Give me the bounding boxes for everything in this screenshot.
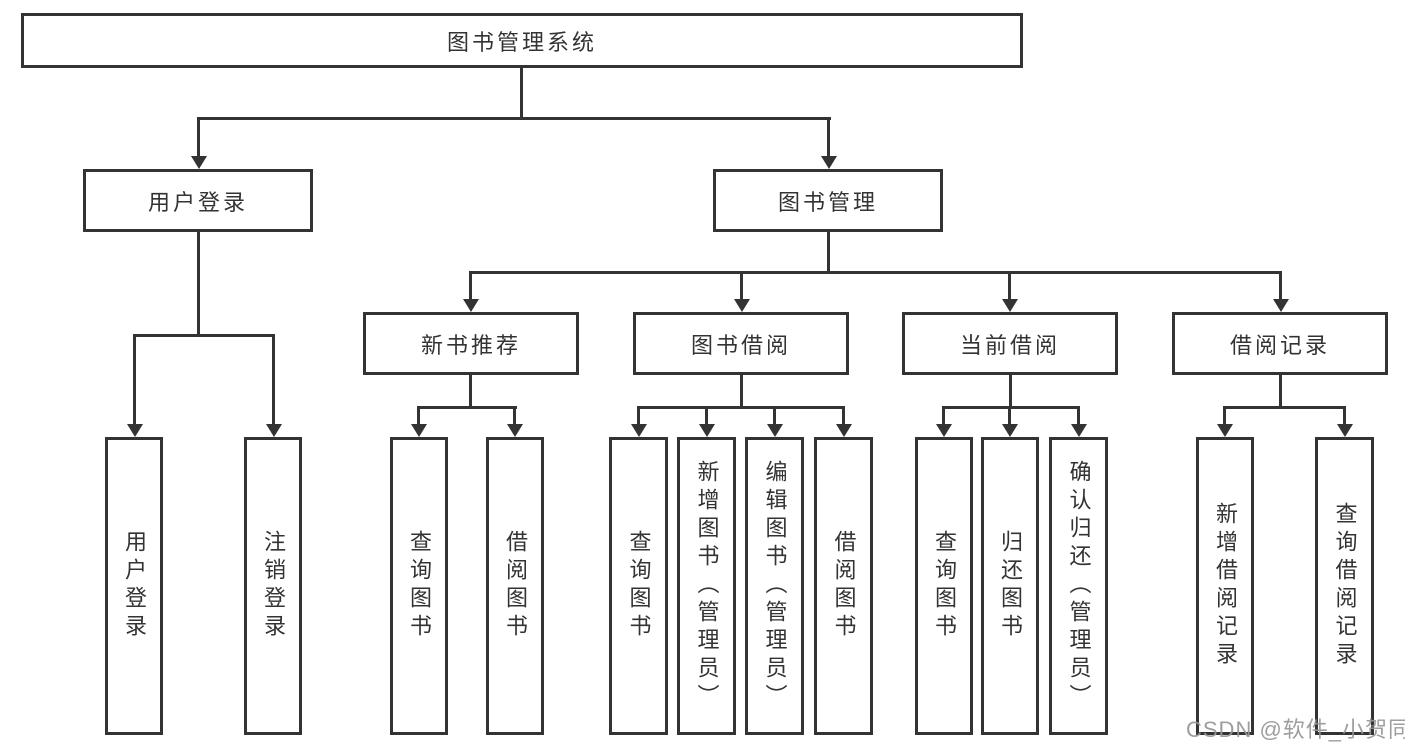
- arrow-down-icon: [734, 271, 750, 312]
- connector-root-hline: [197, 117, 831, 120]
- connector-current-hline: [942, 406, 1080, 409]
- connector-user-login-hline: [133, 334, 275, 337]
- connector-borrowing-hline: [637, 406, 845, 409]
- leaf-confirm-return-admin-label: 确认归还（管理员）: [1066, 460, 1092, 712]
- arrow-down-icon: [631, 406, 647, 437]
- leaf-logout: 注销登录: [244, 437, 302, 735]
- leaf-query-books-borrowing-label: 查询图书: [626, 530, 652, 642]
- leaf-query-books-recommend-label: 查询图书: [407, 530, 432, 642]
- leaf-return-books: 归还图书: [981, 437, 1039, 735]
- arrow-down-icon: [127, 334, 143, 437]
- leaf-add-borrow-record: 新增借阅记录: [1196, 437, 1254, 735]
- leaf-borrow-books-recommend: 借阅图书: [486, 437, 544, 735]
- arrow-down-icon: [507, 406, 523, 437]
- arrow-down-icon: [1002, 271, 1018, 312]
- node-user-login: 用户登录: [83, 169, 313, 232]
- leaf-borrow-books-recommend-label: 借阅图书: [503, 530, 528, 642]
- csdn-watermark: CSDN @软件_小贺同学: [1186, 717, 1405, 742]
- leaf-user-login-label: 用户登录: [122, 530, 147, 642]
- node-user-login-label: 用户登录: [147, 189, 248, 215]
- leaf-edit-book-admin-label: 编辑图书（管理员）: [762, 460, 788, 712]
- arrow-down-icon: [767, 406, 783, 437]
- leaf-query-books-current-label: 查询图书: [932, 530, 957, 642]
- node-book-management-label: 图书管理: [777, 189, 878, 215]
- connector-user-login-stub: [197, 232, 200, 337]
- node-borrow-records: 借阅记录: [1172, 312, 1388, 375]
- arrow-down-icon: [1217, 406, 1233, 437]
- arrow-down-icon: [821, 117, 837, 169]
- node-new-book-recommend-label: 新书推荐: [420, 332, 521, 358]
- leaf-borrow-books-borrowing-label: 借阅图书: [831, 530, 857, 642]
- leaf-borrow-books-borrowing: 借阅图书: [814, 437, 873, 735]
- arrow-down-icon: [1071, 406, 1087, 437]
- connector-recommend-hline: [417, 406, 517, 409]
- leaf-query-books-current: 查询图书: [915, 437, 973, 735]
- leaf-query-borrow-record: 查询借阅记录: [1315, 437, 1374, 735]
- arrow-down-icon: [411, 406, 427, 437]
- connector-current-stub: [1009, 375, 1012, 409]
- node-current-borrowing: 当前借阅: [902, 312, 1118, 375]
- leaf-logout-label: 注销登录: [261, 530, 286, 642]
- connector-root-stub: [520, 68, 523, 118]
- leaf-edit-book-admin: 编辑图书（管理员）: [745, 437, 804, 735]
- connector-book-mgmt-stub: [827, 232, 830, 274]
- arrow-down-icon: [1002, 406, 1018, 437]
- arrow-down-icon: [1273, 271, 1289, 312]
- node-borrow-records-label: 借阅记录: [1229, 332, 1330, 358]
- leaf-query-borrow-record-label: 查询借阅记录: [1332, 502, 1358, 670]
- connector-book-mgmt-hline: [469, 271, 1281, 274]
- node-book-borrowing: 图书借阅: [633, 312, 849, 375]
- arrow-down-icon: [936, 406, 952, 437]
- node-book-management: 图书管理: [713, 169, 943, 232]
- node-root: 图书管理系统: [21, 13, 1023, 68]
- leaf-add-borrow-record-label: 新增借阅记录: [1213, 502, 1238, 670]
- node-book-borrowing-label: 图书借阅: [690, 332, 791, 358]
- arrow-down-icon: [836, 406, 852, 437]
- leaf-query-books-borrowing: 查询图书: [609, 437, 668, 735]
- leaf-return-books-label: 归还图书: [998, 530, 1023, 642]
- leaf-query-books-recommend: 查询图书: [390, 437, 448, 735]
- leaf-add-book-admin: 新增图书（管理员）: [677, 437, 736, 735]
- connector-borrowing-stub: [740, 375, 743, 409]
- connector-records-stub: [1279, 375, 1282, 409]
- node-new-book-recommend: 新书推荐: [363, 312, 579, 375]
- arrow-down-icon: [266, 334, 282, 437]
- node-current-borrowing-label: 当前借阅: [959, 332, 1060, 358]
- leaf-user-login: 用户登录: [105, 437, 163, 735]
- connector-recommend-stub: [469, 375, 472, 409]
- arrow-down-icon: [699, 406, 715, 437]
- leaf-add-book-admin-label: 新增图书（管理员）: [694, 460, 720, 712]
- arrow-down-icon: [463, 271, 479, 312]
- arrow-down-icon: [191, 117, 207, 169]
- connector-records-hline: [1223, 406, 1345, 409]
- node-root-label: 图书管理系统: [446, 29, 597, 55]
- arrow-down-icon: [1337, 406, 1353, 437]
- leaf-confirm-return-admin: 确认归还（管理员）: [1049, 437, 1108, 735]
